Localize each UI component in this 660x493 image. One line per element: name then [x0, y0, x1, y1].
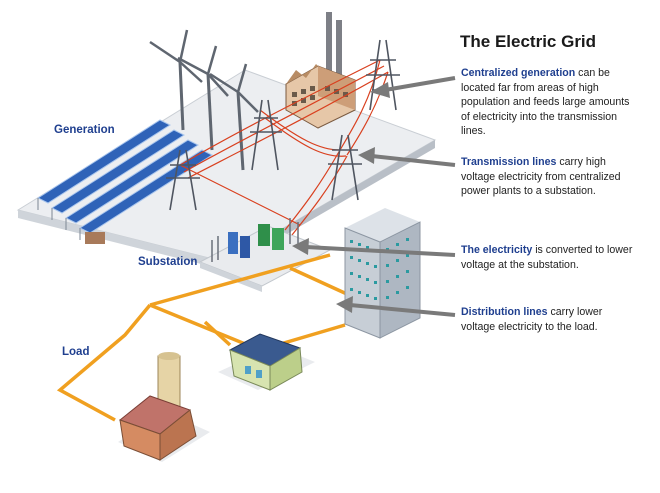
callout-distribution-lines: Distribution lines carry lower voltage e… — [461, 305, 636, 334]
callout-keyword: Centralized generation — [461, 67, 576, 79]
solar-panel-array — [36, 119, 214, 244]
office-building — [344, 208, 421, 339]
callout-text: is converted to lower voltage at the sub… — [461, 244, 633, 271]
distribution-lines — [56, 253, 361, 422]
callout-centralized-generation: Centralized generation can be located fa… — [461, 66, 636, 139]
callout-text: can be located far from areas of high po… — [461, 67, 630, 138]
callout-keyword: The electricity — [461, 244, 533, 256]
section-label-substation: Substation — [138, 256, 198, 268]
callout-arrows — [292, 76, 456, 317]
section-label-load: Load — [62, 346, 90, 358]
callout-text: carry lower voltage electricity to the l… — [461, 306, 603, 333]
callout-keyword: Transmission lines — [461, 156, 557, 168]
callout-text: carry high voltage electricity from cent… — [461, 156, 621, 198]
callout-electricity: The electricity is converted to lower vo… — [461, 243, 636, 272]
generation-platform-edge — [18, 210, 225, 270]
house — [218, 333, 315, 391]
power-plant — [285, 12, 356, 129]
callout-keyword: Distribution lines — [461, 306, 548, 318]
farm-barn — [118, 352, 210, 462]
substation-equipment — [211, 218, 299, 262]
callout-transmission-lines: Transmission lines carry high voltage el… — [461, 155, 636, 199]
diagram-title: The Electric Grid — [460, 32, 597, 51]
transmission-towers — [166, 39, 400, 211]
section-label-generation: Generation — [54, 124, 115, 136]
